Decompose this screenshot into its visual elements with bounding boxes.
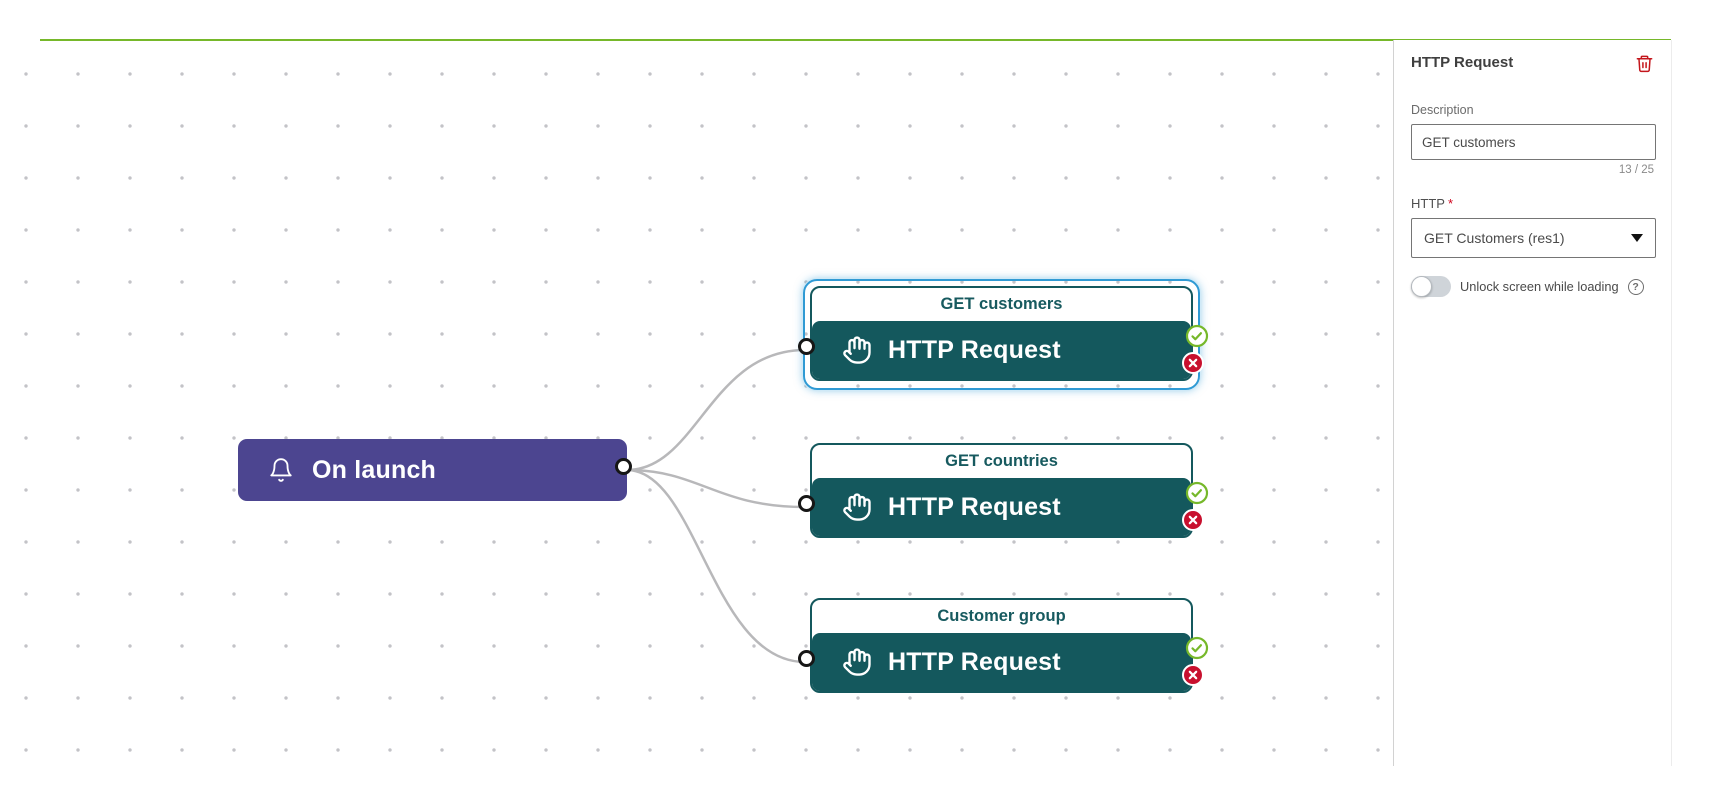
node-type-label: HTTP Request — [888, 335, 1061, 364]
success-port[interactable] — [1185, 481, 1209, 505]
error-port[interactable] — [1181, 508, 1205, 532]
error-port[interactable] — [1181, 663, 1205, 687]
hand-icon — [842, 492, 872, 522]
get-countries-input-connector[interactable] — [798, 495, 815, 512]
char-counter: 13 / 25 — [1618, 164, 1654, 176]
description-input[interactable] — [1411, 124, 1656, 160]
x-circle-icon — [1182, 509, 1204, 531]
trigger-node-on-launch[interactable]: On launch — [238, 439, 627, 501]
panel-title: HTTP Request — [1411, 54, 1514, 71]
node-type-label: HTTP Request — [888, 492, 1061, 521]
unlock-screen-toggle[interactable] — [1411, 276, 1451, 297]
node-title: GET customers — [940, 295, 1063, 313]
help-icon[interactable]: ? — [1627, 278, 1644, 295]
on-launch-output-connector[interactable] — [615, 458, 632, 475]
hand-icon — [842, 647, 872, 677]
x-circle-icon — [1182, 352, 1204, 374]
trash-icon — [1635, 55, 1654, 76]
hand-icon — [842, 335, 872, 365]
node-body: HTTP Request — [812, 321, 1191, 379]
trigger-label: On launch — [312, 455, 437, 484]
http-select[interactable]: GET Customers (res1) — [1411, 218, 1656, 258]
http-field-label: HTTP* — [1411, 196, 1454, 211]
error-port[interactable] — [1181, 351, 1205, 375]
node-type-label: HTTP Request — [888, 647, 1061, 676]
http-node-get-countries[interactable]: GET countries HTTP Request — [810, 443, 1209, 538]
delete-node-button[interactable] — [1635, 54, 1654, 73]
check-circle-icon — [1185, 481, 1209, 505]
node-title: GET countries — [945, 452, 1058, 470]
success-port[interactable] — [1185, 636, 1209, 660]
check-circle-icon — [1185, 636, 1209, 660]
get-customers-input-connector[interactable] — [798, 338, 815, 355]
node-title-bar: Customer group — [812, 600, 1191, 633]
node-title-bar: GET customers — [812, 288, 1191, 321]
required-asterisk: * — [1447, 196, 1454, 211]
node-title: Customer group — [937, 607, 1066, 625]
node-body: HTTP Request — [812, 633, 1191, 691]
customer-group-input-connector[interactable] — [798, 650, 815, 667]
toggle-knob — [1411, 276, 1432, 297]
description-label: Description — [1411, 103, 1474, 117]
check-circle-icon — [1185, 324, 1209, 348]
http-node-get-customers[interactable]: GET customers HTTP Request — [810, 286, 1209, 381]
bell-icon — [268, 457, 294, 483]
success-port[interactable] — [1185, 324, 1209, 348]
x-circle-icon — [1182, 664, 1204, 686]
http-select-value: GET Customers (res1) — [1424, 230, 1565, 246]
node-title-bar: GET countries — [812, 445, 1191, 478]
unlock-screen-toggle-label: Unlock screen while loading — [1460, 279, 1619, 294]
chevron-down-icon — [1631, 234, 1643, 242]
node-body: HTTP Request — [812, 478, 1191, 536]
http-node-customer-group[interactable]: Customer group HTTP Request — [810, 598, 1209, 693]
properties-panel: HTTP Request Description 13 / 25 HTTP* G… — [1393, 40, 1672, 766]
